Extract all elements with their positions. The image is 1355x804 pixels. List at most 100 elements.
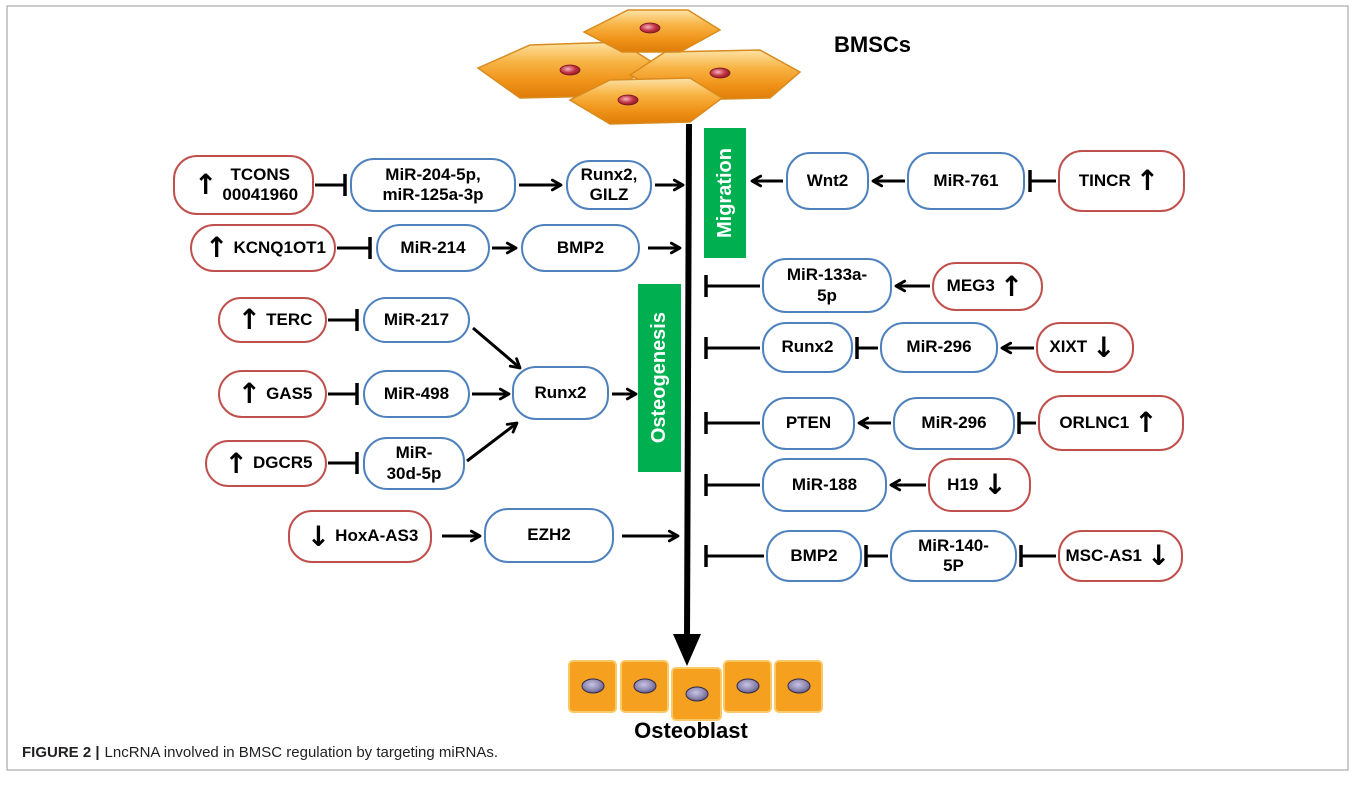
osteoblast-label: Osteoblast [634,718,748,743]
mirna-mir217-label: MiR-217 [383,309,450,329]
mirna-mir204-mir125a-label: MiR-204-5p, miR-125a-3p [382,165,483,206]
mirna-mir761-label: MiR-761 [933,170,999,190]
lncrna-dgcr5-box: ↑ DGCR5 [205,440,327,487]
caption-text: LncRNA involved in BMSC regulation by ta… [104,744,499,761]
down-arrow-icon: ↓ [1147,539,1171,572]
osteogenesis-label: Osteogenesis [648,312,670,444]
up-arrow-icon: ↑ [237,303,262,336]
target-pten-box: PTEN [762,397,855,450]
osteoblast-nucleus [685,686,709,702]
label-line: Runx2, [580,164,638,184]
mirna-mir498-box: MiR-498 [363,370,470,418]
lncrna-orlnc1-label: ORLNC1 [1059,412,1130,432]
lncrna-kcnq1ot1-box: ↑ KCNQ1OT1 [190,224,336,272]
bmscs-label: BMSCs [834,32,912,57]
label-line: MiR- [395,443,433,463]
mirna-mir140-box: MiR-140- 5P [890,530,1017,582]
lncrna-tcons00041960-label: TCONS 00041960 [222,165,298,206]
mirna-mir296-pten-box: MiR-296 [893,397,1015,450]
bmsc-nucleus [709,67,731,79]
label-line: GILZ [589,185,629,204]
differentiation-axis-arrow [673,123,701,666]
mirna-mir214-label: MiR-214 [400,237,466,257]
lncrna-xixt-label: XIXT [1049,337,1088,357]
target-pten-label: PTEN [785,413,832,433]
mirna-mir296-pten-label: MiR-296 [921,413,987,433]
up-arrow-icon: ↑ [224,446,248,480]
osteoblast-nucleus [736,678,760,694]
target-runx2-box: Runx2 [512,366,609,420]
up-arrow-icon: ↑ [204,231,229,264]
bmsc-cell [568,77,724,125]
lncrna-orlnc1-box: ORLNC1 ↑ [1038,395,1184,451]
mirna-mir761-box: MiR-761 [907,152,1025,210]
mirna-mir217-box: MiR-217 [363,297,470,343]
mirna-mir296-runx2-label: MiR-296 [906,337,972,357]
caption-prefix: FIGURE 2 | [22,744,100,761]
target-bmp2-label: BMP2 [556,237,605,257]
lncrna-msc-as1-box: MSC-AS1 ↓ [1058,530,1183,582]
up-arrow-icon: ↑ [999,269,1024,303]
label-line: miR-125a-3p [382,185,484,204]
lncrna-msc-as1-label: MSC-AS1 [1065,545,1143,565]
lncrna-h19-box: H19 ↓ [928,458,1031,512]
migration-label-box: Migration [704,128,746,258]
up-arrow-icon: ↑ [1134,406,1158,439]
lncrna-gas5-label: GAS5 [266,383,313,403]
mirna-mir30d-box: MiR- 30d-5p [363,437,465,490]
left-connectors [315,174,685,543]
lncrna-tcons00041960-box: ↑ TCONS 00041960 [173,155,314,215]
label-line: MiR-204-5p, [385,164,481,184]
mirna-mir140-label: MiR-140- 5P [918,536,989,577]
target-runx2-gilz-box: Runx2, GILZ [566,160,652,210]
up-arrow-icon: ↑ [193,168,218,201]
up-arrow-icon: ↑ [237,377,262,410]
mirna-mir188-box: MiR-188 [762,458,887,512]
lncrna-hoxa-as3-label: HoxA-AS3 [335,526,419,546]
lncrna-terc-box: ↑ TERC [218,297,327,343]
lncrna-terc-label: TERC [266,309,313,329]
label-line: 30d-5p [386,463,442,483]
down-arrow-icon: ↓ [306,519,331,553]
lncrna-gas5-box: ↑ GAS5 [218,370,327,418]
mirna-mir296-runx2-box: MiR-296 [880,322,998,373]
target-runx2-right-label: Runx2 [781,337,834,357]
lncrna-h19-label: H19 [947,474,979,494]
target-wnt2-box: Wnt2 [786,152,869,210]
axis-arrowhead [673,634,701,666]
lncrna-tincr-label: TINCR [1078,170,1131,190]
bmsc-nucleus [639,22,661,34]
lncrna-meg3-label: MEG3 [946,276,995,296]
lncrna-tincr-box: TINCR ↑ [1058,150,1185,212]
up-arrow-icon: ↑ [1135,164,1160,197]
osteogenesis-label-box: Osteogenesis [638,284,681,472]
down-arrow-icon: ↓ [983,468,1007,501]
target-bmp2-box: BMP2 [521,224,640,272]
osteoblast-nucleus [787,678,811,694]
bmsc-nucleus [559,64,581,76]
target-ezh2-box: EZH2 [484,508,614,563]
mirna-mir188-label: MiR-188 [791,474,858,494]
down-arrow-icon: ↓ [1092,330,1116,364]
target-runx2-gilz-label: Runx2, GILZ [581,165,638,206]
mirna-mir133a-label: MiR-133a- 5p [787,265,867,306]
axis-shaft [684,123,692,641]
target-runx2-label: Runx2 [534,382,587,402]
bmsc-cells-icon [476,9,802,125]
lncrna-dgcr5-label: DGCR5 [252,453,313,473]
mirna-mir30d-label: MiR- 30d-5p [387,443,442,484]
label-line: MiR-133a- [786,265,868,285]
arrow-mir30d-to-runx2 [466,421,519,463]
lncrna-meg3-box: MEG3 ↑ [932,262,1043,311]
osteoblast-nucleus [633,678,657,694]
mirna-mir204-mir125a-box: MiR-204-5p, miR-125a-3p [350,158,516,212]
arrow-mir217-to-runx2 [472,326,522,370]
target-bmp2-right-label: BMP2 [790,545,838,565]
label-line: 00041960 [222,185,299,204]
label-line: 5p [817,285,837,305]
label-line: TCONS [230,164,290,184]
mirna-mir133a-box: MiR-133a- 5p [762,258,892,313]
label-line: MiR-140- [918,535,989,555]
label-line: 5P [943,556,964,575]
